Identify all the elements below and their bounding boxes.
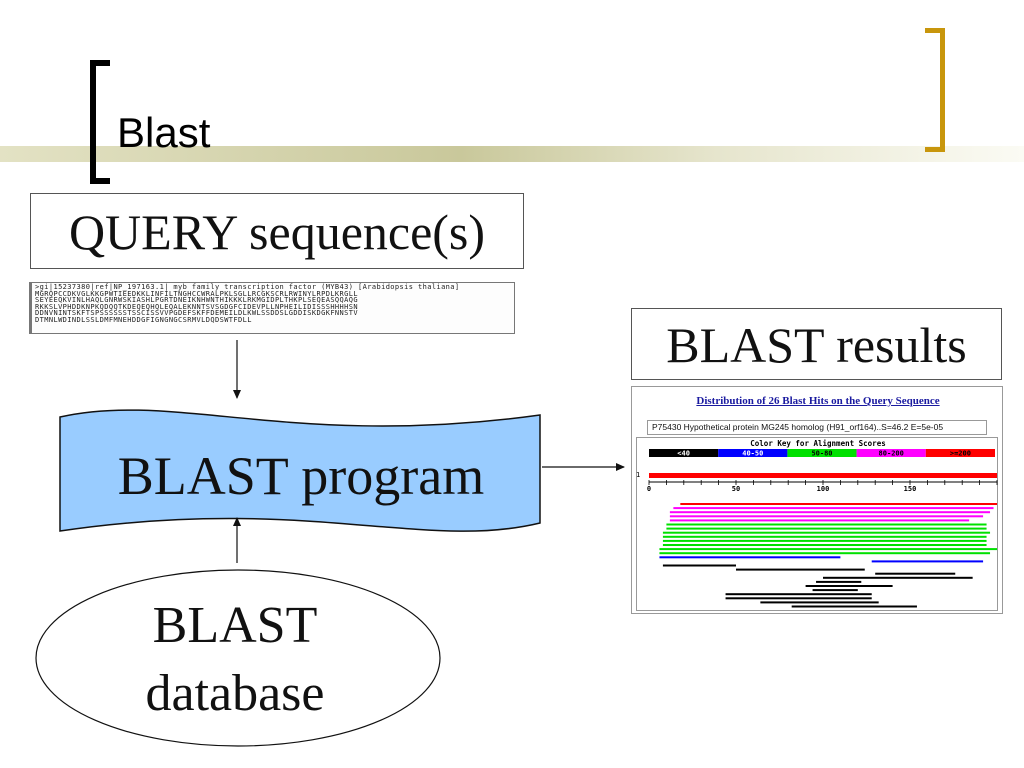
hit-bar [669, 515, 984, 518]
program-banner-shape [59, 409, 541, 532]
database-ellipse [35, 569, 441, 747]
sequence-line: MGRQPCCDKVGLKKGPWTIEEDKKLINFILTNGHCCWRAL… [35, 289, 359, 298]
x-axis-tick-label: 50 [732, 485, 740, 493]
x-axis-tick-label: 100 [817, 485, 830, 493]
hit-bar [725, 597, 872, 600]
color-key-swatch [718, 449, 788, 457]
hits-chart: <40 40-50 50-80 80-200 >=200 10 50 100 150 [636, 449, 998, 608]
color-key-label: >=200 [950, 450, 971, 458]
hit-bar [736, 568, 865, 571]
query-bar-label: 1 [636, 471, 640, 479]
hit-bar [875, 572, 956, 575]
sequence-line: SEYEEQKVINLHAQLGNRWSKIASHLPGRTDNEIKNHWNT… [35, 296, 359, 305]
color-key-swatch [649, 449, 719, 457]
query-sequence-box: QUERY sequence(s) [30, 193, 524, 269]
left-bracket-decoration [90, 60, 110, 184]
hit-bar [659, 556, 841, 559]
hit-bar [760, 601, 879, 604]
color-key-swatch [856, 449, 926, 457]
hit-bar [791, 605, 917, 608]
hit-bar [659, 548, 997, 551]
hit-bar [666, 527, 987, 530]
hit-bar [662, 531, 991, 534]
color-key-title: Color Key for Alignment Scores [750, 439, 886, 448]
hit-bar [812, 589, 858, 592]
color-key-swatch [787, 449, 857, 457]
program-label: BLAST program [117, 446, 485, 506]
hit-bar [662, 535, 987, 538]
sequence-line: >gi|15237380|ref|NP_197163.1| myb family… [35, 283, 460, 291]
hit-bar [659, 552, 991, 555]
color-key-label: 40-50 [742, 450, 763, 458]
hit-bar [669, 511, 991, 514]
database-label-line2: database [145, 665, 325, 722]
sequence-line: DDNVNINTSKFTSPSSSSSSTSSCISSVVPGDEFSKFFDE… [35, 309, 359, 318]
fasta-sequence-box: >gi|15237380|ref|NP_197163.1| myb family… [29, 282, 515, 334]
sequence-line: DTMNLWDINDLSSLDMFMNEHDDGFIGNGNGCSRMVLDQD… [35, 315, 252, 324]
hit-bar [669, 519, 970, 522]
hit-bar [666, 523, 987, 526]
color-key-label: 50-80 [811, 450, 832, 458]
title-band [0, 146, 1024, 162]
right-bracket-decoration [925, 28, 945, 152]
hits-distribution-title[interactable]: Distribution of 26 Blast Hits on the Que… [696, 395, 940, 407]
color-key-label: <40 [677, 450, 690, 458]
blast-results-box: BLAST results [631, 308, 1002, 380]
hit-bar [805, 585, 893, 587]
hit-bar [871, 560, 984, 563]
hit-description-field[interactable]: P75430 Hypothetical protein MG245 homolo… [647, 420, 987, 435]
graphic-overview-frame [636, 437, 998, 611]
hit-bar [725, 593, 872, 596]
hit-bar [673, 507, 994, 510]
sequence-line: RKKSLVPHDDKNPKQDQQTKDEQEQHQLEQALEKNNTSVS… [35, 302, 359, 311]
color-key-label: 80-200 [879, 450, 904, 458]
hit-bar [816, 580, 862, 583]
hit-bar [680, 503, 997, 505]
query-bar [649, 473, 997, 478]
hit-bar [662, 564, 736, 567]
color-key-swatch [925, 449, 995, 457]
database-label-line1: BLAST [152, 597, 318, 654]
blast-hits-panel: Distribution of 26 Blast Hits on the Que… [631, 386, 1003, 614]
hit-bar [662, 539, 987, 542]
x-axis-tick-label: 150 [904, 485, 917, 493]
x-axis-tick-label: 0 [647, 485, 651, 493]
slide-title: Blast [117, 109, 211, 156]
hit-bar [662, 544, 987, 546]
hit-bar [823, 576, 973, 579]
